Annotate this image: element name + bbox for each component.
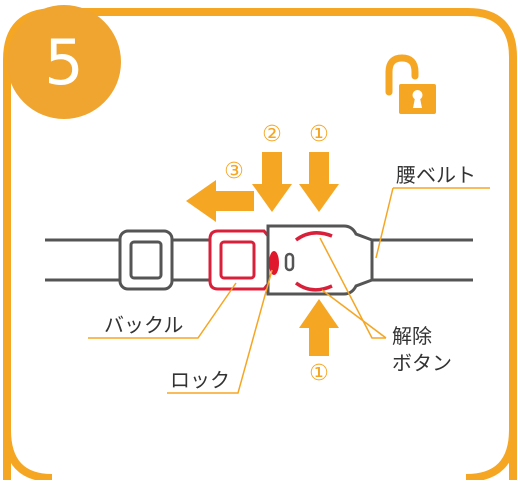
step-badge <box>7 5 121 119</box>
unlocked-padlock-icon <box>385 54 436 114</box>
step1-bottom-number: ① <box>309 361 329 386</box>
label-buckle: バックル <box>104 313 183 337</box>
step2-number: ② <box>262 122 282 147</box>
step1-top-number: ① <box>309 122 329 147</box>
arrow-step1-up <box>299 299 339 356</box>
belt-strap-right <box>372 238 473 282</box>
panel-frame-bottom-left <box>3 429 53 482</box>
panel-frame <box>3 8 517 480</box>
release-button-bottom <box>294 281 333 292</box>
label-lock: ロック <box>170 368 230 392</box>
step3-number: ③ <box>224 159 244 184</box>
release-button-top <box>294 231 333 242</box>
label-waist-belt: 腰ベルト <box>396 163 476 187</box>
label-release-line1: 解除 <box>392 324 432 348</box>
arrow-step2-down <box>252 152 292 212</box>
buckle-female <box>266 224 374 296</box>
arrow-step3-left <box>186 180 254 222</box>
buckle-male <box>208 229 270 291</box>
panel-frame-bottom-right <box>465 429 517 482</box>
arrow-step1-down <box>299 152 339 212</box>
step-number: 5 <box>44 26 83 99</box>
leader-lines <box>88 187 490 394</box>
lock-indicator <box>269 251 279 275</box>
label-release-line2: ボタン <box>392 351 452 375</box>
strap-adjuster <box>118 229 174 291</box>
